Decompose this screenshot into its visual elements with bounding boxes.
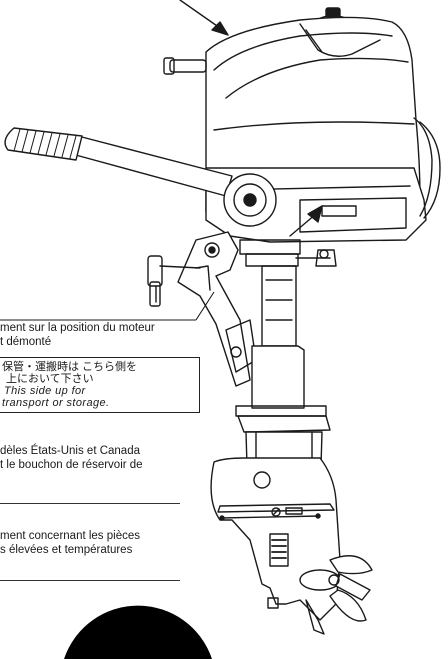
transom-clamp xyxy=(147,231,257,387)
tiller-handle xyxy=(4,127,277,227)
callout-mount-line1: ment sur la position du moteur xyxy=(0,322,155,334)
callout-leader-lines xyxy=(0,291,215,321)
lower-unit-gearcase xyxy=(210,457,373,635)
storage-orientation-sticker: 保管・運搬時は こちら側を 上において下さい This side up for … xyxy=(0,357,200,413)
swivel-bracket xyxy=(239,239,337,347)
sticker-en-line2: transport or storage. xyxy=(2,397,110,409)
cowl-arrow-icon xyxy=(289,205,323,237)
section-badge xyxy=(64,605,212,659)
note-models-line2: t le bouchon de réservoir de xyxy=(0,459,143,471)
divider-rule xyxy=(0,503,180,504)
sticker-jp-line1: 保管・運搬時は こちら側を xyxy=(2,361,138,373)
sticker-jp-line2: 上において下さい xyxy=(6,373,94,385)
engine-cowling xyxy=(163,16,421,213)
callout-mount-line2: t démonté xyxy=(0,336,52,348)
top-arrow-icon xyxy=(179,0,229,36)
divider-rule xyxy=(0,580,180,581)
note-hot-line1: ment concernant les pièces xyxy=(0,530,140,542)
note-hot-line2: s élevées et températures xyxy=(0,544,133,556)
sticker-en-line1: This side up for xyxy=(4,385,86,397)
note-models-line1: dèles États-Unis et Canada xyxy=(0,445,140,457)
